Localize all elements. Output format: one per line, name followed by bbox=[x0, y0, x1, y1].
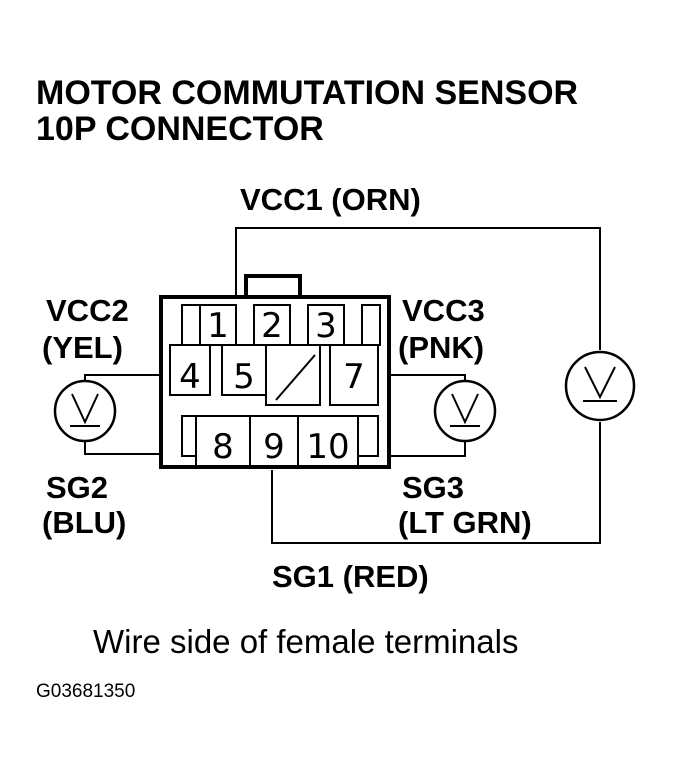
pin-9-label: 9 bbox=[263, 427, 285, 467]
vcc3-wire bbox=[388, 374, 466, 382]
label-sg3-name: SG3 bbox=[402, 470, 464, 505]
label-sg1: SG1 (RED) bbox=[272, 559, 429, 594]
pin-cell-1 bbox=[199, 304, 237, 346]
pin-8-label: 8 bbox=[212, 427, 234, 467]
pin-cell-3 bbox=[307, 304, 345, 346]
pin-cell-2 bbox=[253, 304, 291, 346]
voltmeter-icon bbox=[584, 366, 616, 400]
voltmeter-far-right bbox=[564, 350, 636, 422]
voltmeter-center-right bbox=[433, 379, 497, 443]
voltmeter-icon bbox=[71, 393, 99, 425]
label-vcc2-name: VCC2 bbox=[46, 293, 129, 328]
pin-7-label: 7 bbox=[343, 357, 365, 397]
sg2-wire bbox=[84, 440, 192, 455]
wires bbox=[84, 227, 601, 544]
pin-cell-right-blank-row3 bbox=[357, 415, 379, 457]
pin-4-label: 4 bbox=[179, 357, 201, 397]
pin-10-label: 10 bbox=[306, 427, 349, 467]
voltmeter-center-circle bbox=[433, 379, 497, 443]
pin-cell-6-blank bbox=[265, 344, 321, 406]
connector-10p: 1 2 3 4 5 7 8 9 10 bbox=[159, 274, 391, 469]
voltmeter-left bbox=[53, 379, 117, 443]
pin-1-label: 1 bbox=[207, 306, 229, 346]
label-sg2-color: (BLU) bbox=[42, 505, 126, 540]
voltmeter-left-circle bbox=[53, 379, 117, 443]
sg1-wire-right bbox=[271, 422, 601, 544]
label-vcc2-color: (YEL) bbox=[42, 330, 123, 365]
connector-latch bbox=[244, 274, 302, 300]
voltmeter-icon bbox=[451, 393, 479, 425]
pin-cell-left-blank-row3 bbox=[181, 415, 197, 457]
pin-2-label: 2 bbox=[261, 306, 283, 346]
pin-5-label: 5 bbox=[233, 357, 255, 397]
pin-cell-5 bbox=[221, 344, 267, 396]
voltmeter-right-circle bbox=[564, 350, 636, 422]
label-sg2-name: SG2 bbox=[46, 470, 108, 505]
caption: Wire side of female terminals bbox=[93, 623, 518, 660]
label-sg3-color: (LT GRN) bbox=[398, 505, 532, 540]
title-line-2: 10P CONNECTOR bbox=[36, 110, 324, 148]
pin-cell-4 bbox=[169, 344, 211, 396]
pin-3-label: 3 bbox=[315, 306, 337, 346]
figure-code: G03681350 bbox=[36, 681, 135, 702]
pin-cell-7 bbox=[329, 344, 379, 406]
label-vcc3-color: (PNK) bbox=[398, 330, 484, 365]
pin-cell-left-blank-row1 bbox=[181, 304, 201, 346]
pin-cell-right-blank-row1 bbox=[361, 304, 381, 346]
label-vcc1: VCC1 (ORN) bbox=[240, 182, 421, 217]
pin-6-slash bbox=[275, 354, 316, 401]
vcc2-wire bbox=[84, 374, 170, 382]
vcc1-wire bbox=[235, 227, 601, 350]
title-line-1: MOTOR COMMUTATION SENSOR bbox=[36, 74, 578, 112]
label-vcc3-name: VCC3 bbox=[402, 293, 485, 328]
sg3-wire bbox=[360, 440, 466, 457]
